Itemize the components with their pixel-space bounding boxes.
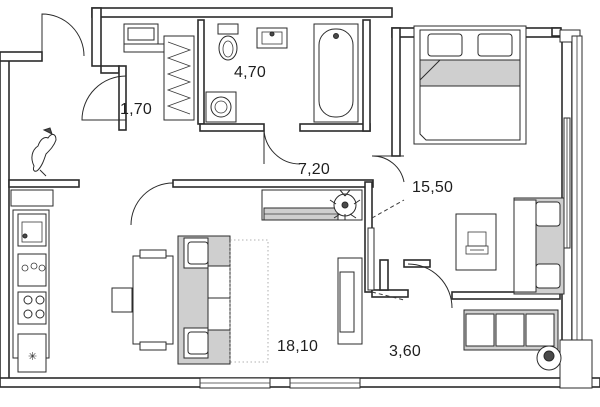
interior-walls	[8, 19, 561, 300]
svg-text:✳: ✳	[28, 350, 37, 363]
tv-stand	[337, 257, 363, 345]
dining-table-icon	[111, 249, 174, 351]
shelf	[261, 189, 363, 221]
plant-icon	[329, 189, 361, 220]
area-bathroom: 4,70	[234, 64, 266, 81]
washing-machine-icon	[205, 91, 237, 123]
area-balcony: 3,60	[389, 343, 421, 360]
balcony-sofa	[463, 309, 559, 351]
area-bedroom: 15,50	[412, 179, 454, 196]
stove-icon	[17, 253, 47, 325]
door-swings	[81, 75, 453, 309]
sofa-icon	[177, 235, 231, 365]
laptop-icon	[455, 213, 497, 271]
fridge-icon: ✳	[17, 333, 47, 373]
bed-icon	[413, 25, 527, 145]
area-living-kitchen: 18,10	[277, 338, 319, 355]
wardrobe	[123, 23, 195, 121]
outer-walls	[0, 7, 600, 389]
area-corridor: 7,20	[298, 161, 330, 178]
sink-icon	[17, 213, 47, 247]
area-hall: 1,70	[120, 101, 152, 118]
toilet-icon	[217, 23, 239, 61]
fan-icon	[536, 345, 562, 371]
bedroom-sofa	[513, 197, 565, 295]
sink-icon	[256, 27, 288, 49]
bathtub-icon	[313, 23, 359, 123]
dog-icon	[31, 127, 57, 177]
